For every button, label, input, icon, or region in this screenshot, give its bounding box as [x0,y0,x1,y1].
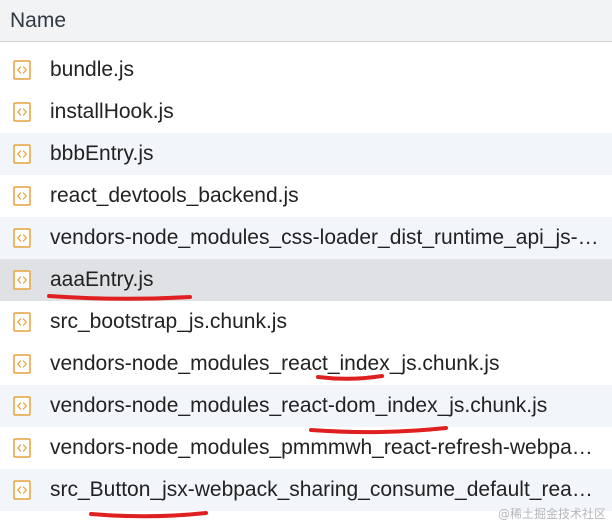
file-name: bbbEntry.js [50,142,154,165]
js-file-icon [13,144,31,164]
file-row[interactable]: vendors-node_modules_react-dom_index_js.… [0,385,612,427]
js-file-icon [13,396,31,416]
js-file-icon [13,102,31,122]
js-file-icon [13,480,31,500]
annotation-underline-button [89,511,208,519]
file-name: aaaEntry.js [50,268,154,291]
file-name: vendors-node_modules_css-loader_dist_run… [50,226,602,249]
file-row[interactable]: vendors-node_modules_css-loader_dist_run… [0,217,612,259]
js-file-icon [13,312,31,332]
file-name: bundle.js [50,58,135,81]
file-row[interactable]: aaaEntry.js [0,259,612,301]
file-row[interactable]: src_bootstrap_js.chunk.js [0,301,612,343]
js-file-icon [13,186,31,206]
file-row[interactable]: src_Button_jsx-webpack_sharing_consume_d… [0,469,612,511]
file-row[interactable]: bundle.js [0,49,612,91]
file-row[interactable]: installHook.js [0,91,612,133]
file-name: src_bootstrap_js.chunk.js [50,310,287,333]
watermark: @稀土掘金技术社区 [497,507,606,521]
name-column-label: Name [10,9,67,32]
file-row[interactable]: vendors-node_modules_react_index_js.chun… [0,343,612,385]
js-file-icon [13,60,31,80]
file-row[interactable]: bbbEntry.js [0,133,612,175]
file-name: vendors-node_modules_pmmmwh_react-refres… [50,436,602,459]
js-file-icon [13,270,31,290]
file-name: src_Button_jsx-webpack_sharing_consume_d… [50,478,602,501]
name-column-header[interactable]: Name [0,0,612,42]
file-row[interactable]: vendors-node_modules_pmmmwh_react-refres… [0,427,612,469]
file-list: bundle.js installHook.js bbbEntry.js react_… [0,49,612,511]
js-file-icon [13,354,31,374]
file-name: react_devtools_backend.js [50,184,299,207]
file-row[interactable]: react_devtools_backend.js [0,175,612,217]
js-file-icon [13,228,31,248]
file-name: vendors-node_modules_react_index_js.chun… [50,352,500,375]
file-name: vendors-node_modules_react-dom_index_js.… [50,394,548,417]
file-name: installHook.js [50,100,174,123]
js-file-icon [13,438,31,458]
